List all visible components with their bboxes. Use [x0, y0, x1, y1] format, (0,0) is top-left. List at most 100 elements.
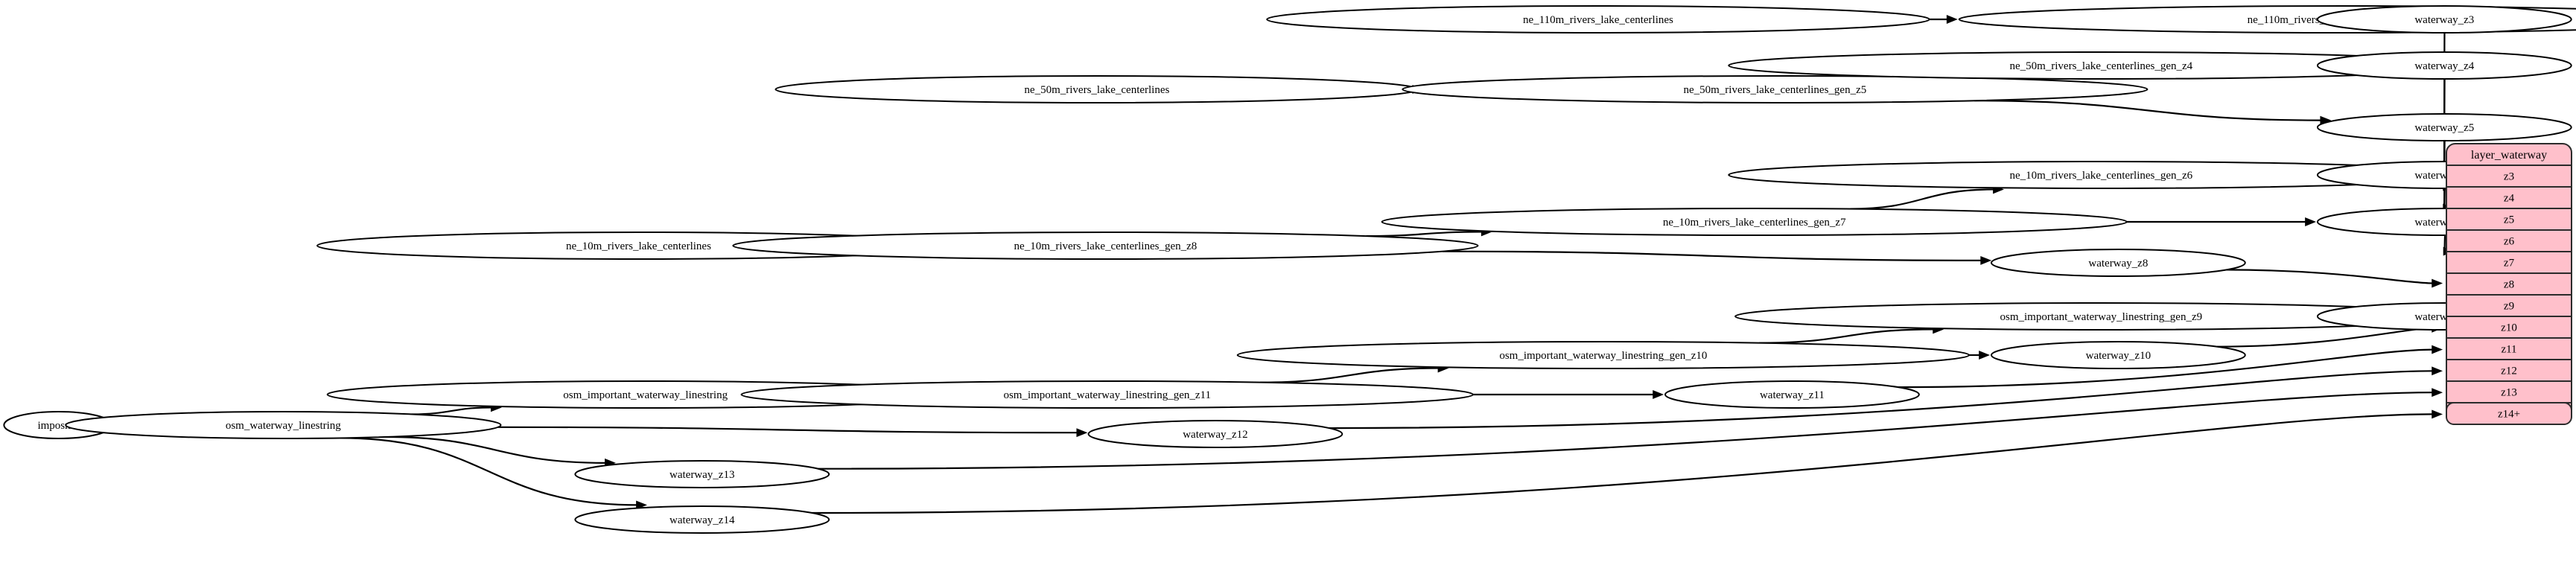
edge-wz10-to-table-7 [2217, 327, 2434, 348]
node-label-osm_iwl_z11: osm_important_waterway_linestring_gen_z1… [1003, 389, 1211, 401]
node-shape-wz11 [1664, 380, 1920, 409]
table-cell-label-5: z8 [2504, 279, 2514, 291]
node-label-ne110: ne_110m_rivers_lake_centerlines [1523, 14, 1673, 26]
table-row-z14plus[interactable]: z14+ [2446, 402, 2572, 425]
node-label-ne50_z4: ne_50m_rivers_lake_centerlines_gen_z4 [2009, 60, 2192, 72]
table-cell-bg-9 [2446, 359, 2572, 382]
node-label-wz13: waterway_z13 [670, 469, 734, 481]
table-cell-bg-5 [2446, 272, 2572, 296]
table-row-z8[interactable]: z8 [2446, 272, 2572, 296]
node-shape-wz14 [574, 505, 830, 534]
table-cell-label-9: z12 [2501, 366, 2517, 377]
graph-node-wz14[interactable]: waterway_z14 [574, 505, 830, 534]
edge-wz13-to-table-10 [818, 392, 2434, 470]
graph-node-wz11[interactable]: waterway_z11 [1664, 380, 1920, 409]
table-row-z13[interactable]: z13 [2446, 380, 2572, 403]
arrow-osm_wl-to-wz12 [1076, 428, 1088, 438]
graph-node-wz5[interactable]: waterway_z5 [2316, 113, 2572, 141]
arrow-ne10_z7-to-wz7 [2305, 217, 2316, 226]
table-cell-label-7: z10 [2501, 322, 2517, 334]
table-cell-bg-11 [2446, 402, 2572, 425]
node-label-osm_iwl: osm_important_waterway_linestring [563, 389, 728, 401]
edge-osm_wl-to-wz12 [497, 426, 1078, 434]
table-row-z6[interactable]: z6 [2446, 229, 2572, 252]
node-label-ne50_z5: ne_50m_rivers_lake_centerlines_gen_z5 [1683, 84, 1866, 96]
arrow-osm_iwl_z11-to-wz11 [1653, 390, 1664, 399]
graph-node-osm_iwl_z11[interactable]: osm_important_waterway_linestring_gen_z1… [740, 380, 1474, 409]
graph-node-ne110[interactable]: ne_110m_rivers_lake_centerlines [1266, 5, 1930, 33]
node-label-osm_wl: osm_waterway_linestring [226, 420, 341, 432]
table-cell-label-11: z14+ [2498, 409, 2520, 421]
table-cell-label-4: z7 [2504, 258, 2515, 269]
graph-node-wz4[interactable]: waterway_z4 [2316, 51, 2572, 80]
table-row-z11[interactable]: z11 [2446, 337, 2572, 360]
node-shape-ne10_z7 [1381, 208, 2128, 236]
graph-node-wz12[interactable]: waterway_z12 [1087, 420, 1343, 448]
graph-node-ne10_z8[interactable]: ne_10m_rivers_lake_centerlines_gen_z8 [732, 232, 1479, 260]
node-shape-wz8 [1990, 249, 2246, 277]
table-cell-label-0: z3 [2504, 171, 2514, 183]
graph-node-ne10_z7[interactable]: ne_10m_rivers_lake_centerlines_gen_z7 [1381, 208, 2128, 236]
arrow-ne10_z8-to-wz8 [1980, 255, 1992, 265]
edge-ne10_z7-to-ne10_z6 [1850, 188, 1994, 210]
edge-wz14-to-table-11 [812, 413, 2434, 514]
table-cell-label-10: z13 [2501, 387, 2517, 399]
arrow-osm_iwl_z10-to-wz10 [1979, 351, 1991, 360]
arrow-wz13-to-table-10 [2432, 388, 2443, 398]
node-shape-wz3 [2316, 5, 2572, 33]
node-shape-osm_iwl_z10 [1236, 341, 1971, 369]
edge-ne10_z8-to-wz8 [1442, 250, 1982, 261]
table-cell-label-2: z5 [2504, 214, 2514, 226]
node-label-osm_iwl_z10: osm_important_waterway_linestring_gen_z1… [1499, 350, 1707, 362]
graph-node-ne50[interactable]: ne_50m_rivers_lake_centerlines [775, 75, 1419, 103]
node-shape-ne10_z8 [732, 232, 1479, 260]
edge-wz12-to-table-9 [1329, 370, 2434, 430]
table-cell-bg-0 [2446, 165, 2572, 188]
table-cell-bg-8 [2446, 337, 2572, 360]
node-label-ne10_z6: ne_10m_rivers_lake_centerlines_gen_z6 [2009, 170, 2192, 182]
edge-osm_wl-to-wz14 [340, 437, 637, 506]
node-label-wz14: waterway_z14 [670, 514, 735, 526]
node-shape-wz12 [1087, 420, 1343, 448]
node-label-wz12: waterway_z12 [1183, 429, 1247, 441]
table-row-z5[interactable]: z5 [2446, 208, 2572, 231]
node-label-wz4: waterway_z4 [2414, 60, 2474, 72]
arrow-wz12-to-table-9 [2432, 366, 2443, 376]
table-row-z9[interactable]: z9 [2446, 294, 2572, 317]
node-label-ne10_z7: ne_10m_rivers_lake_centerlines_gen_z7 [1663, 217, 1846, 229]
graph-node-osm_iwl_z10[interactable]: osm_important_waterway_linestring_gen_z1… [1236, 341, 1971, 369]
table-cell-bg-3 [2446, 229, 2572, 252]
node-label-wz5: waterway_z5 [2414, 122, 2474, 134]
node-label-osm_iwl_z9: osm_important_waterway_linestring_gen_z9 [2000, 311, 2203, 323]
node-shape-wz13 [574, 460, 830, 488]
table-cell-bg-6 [2446, 294, 2572, 317]
graph-node-wz10[interactable]: waterway_z10 [1990, 341, 2246, 369]
graph-node-wz8[interactable]: waterway_z8 [1990, 249, 2246, 277]
table-row-z4[interactable]: z4 [2446, 186, 2572, 209]
table-row-z12[interactable]: z12 [2446, 359, 2572, 382]
graph-node-ne50_z4[interactable]: ne_50m_rivers_lake_centerlines_gen_z4 [1728, 51, 2475, 80]
graph-node-ne50_z5[interactable]: ne_50m_rivers_lake_centerlines_gen_z5 [1402, 75, 2149, 103]
table-cell-label-6: z9 [2504, 301, 2514, 313]
arrow-osm_wl-to-wz14 [636, 500, 647, 510]
arrow-wz11-to-table-8 [2432, 345, 2443, 354]
edge-osm_iwl_z10-to-osm_iwl_z9 [1759, 328, 1935, 344]
graph-node-wz13[interactable]: waterway_z13 [574, 460, 830, 488]
table-header-label: layer_waterway [2471, 149, 2547, 162]
node-shape-wz5 [2316, 113, 2572, 141]
table-row-z3[interactable]: z3 [2446, 165, 2572, 188]
table-row-z7[interactable]: z7 [2446, 251, 2572, 274]
table-row-z10[interactable]: z10 [2446, 316, 2572, 339]
graph-node-wz3[interactable]: waterway_z3 [2316, 5, 2572, 33]
node-shape-ne110 [1266, 5, 1930, 33]
graph-node-osm_wl[interactable]: osm_waterway_linestring [65, 411, 502, 439]
table-cell-bg-4 [2446, 251, 2572, 274]
table-cell-label-8: z11 [2501, 344, 2516, 356]
edge-wz11-to-table-8 [1898, 348, 2434, 389]
node-label-ne10_z8: ne_10m_rivers_lake_centerlines_gen_z8 [1014, 240, 1198, 252]
node-label-ne10: ne_10m_rivers_lake_centerlines [566, 240, 711, 252]
arrow-wz14-to-table-11 [2432, 409, 2443, 419]
